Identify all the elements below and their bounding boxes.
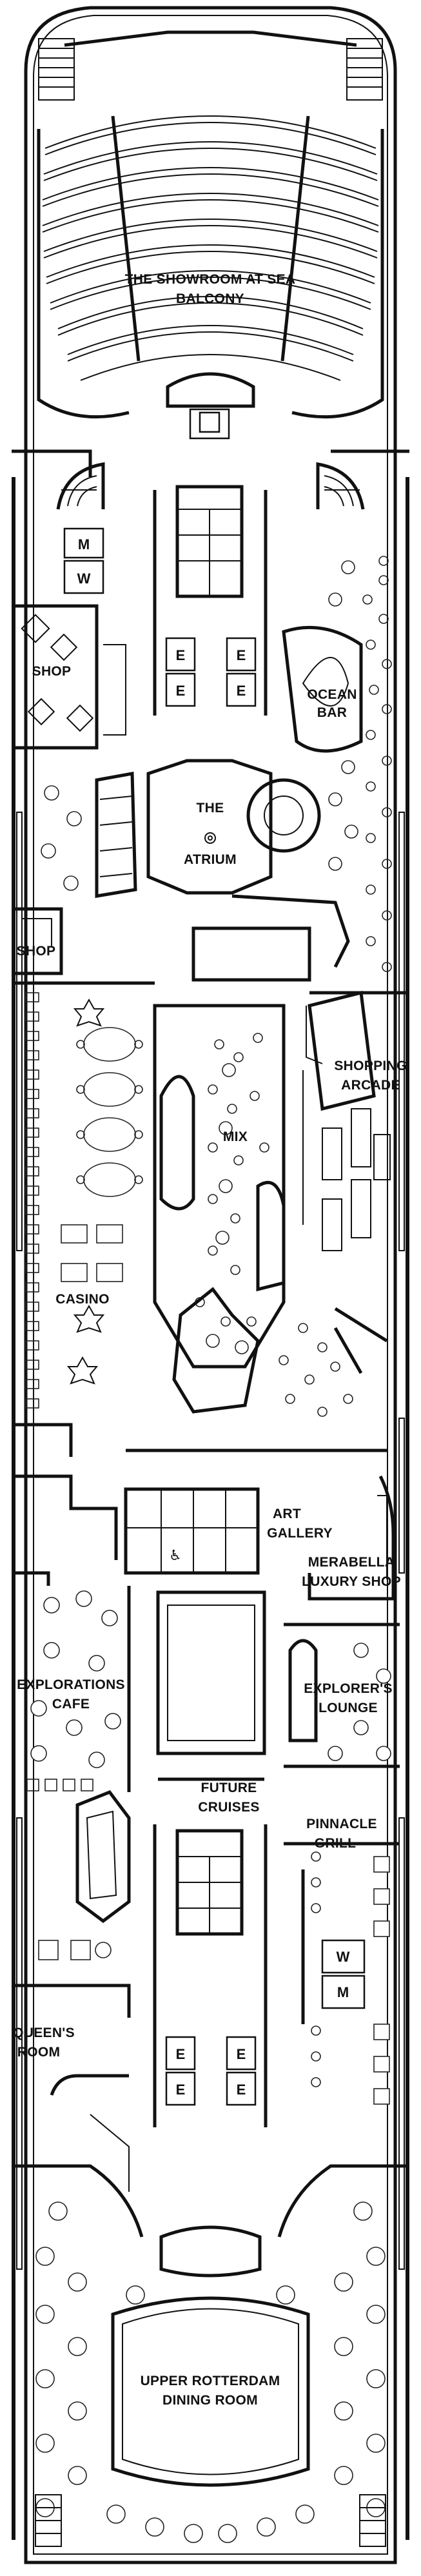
shop-upper — [12, 604, 126, 750]
showroom-balcony-area — [37, 30, 384, 440]
forward-lower-walls — [12, 1423, 118, 1560]
shopping-arcade — [302, 990, 409, 1251]
restroom-men-label: M — [78, 536, 90, 552]
label-room: ROOM — [17, 2045, 61, 2060]
label-ocean-bar: OCEAN — [307, 687, 357, 702]
label-shop-upper: SHOP — [32, 664, 72, 679]
elevator-icon: E — [176, 647, 186, 663]
label-pinnacle: PINNACLE — [306, 1817, 377, 1831]
merabella-luxury-shop — [308, 1475, 395, 1601]
label-showroom: THE SHOWROOM AT SEA — [125, 272, 296, 287]
ocean-bar — [282, 556, 392, 972]
label-gallery: GALLERY — [267, 1526, 333, 1541]
explorers-lounge — [284, 1623, 400, 1768]
label-shopping: SHOPPING — [334, 1059, 407, 1073]
label-luxury-shop: LUXURY SHOP — [302, 1574, 401, 1589]
label-showroom-balcony: BALCONY — [176, 291, 244, 306]
label-explorers: EXPLORER'S — [304, 1681, 393, 1696]
stair-aft-left — [35, 2494, 62, 2547]
label-queens: QUEEN'S — [13, 2025, 75, 2040]
balcony-seating — [42, 115, 379, 381]
restroom-men-aft-label: M — [337, 1984, 349, 2000]
wheelchair-icon: ♿ — [169, 1547, 182, 1563]
stair-aft-right — [359, 2494, 386, 2547]
elevator-icon: E — [176, 683, 186, 699]
casino — [12, 981, 155, 1409]
elevator-icon: E — [176, 2082, 186, 2098]
label-atrium-the: THE — [197, 801, 224, 815]
label-arcade: ARCADE — [341, 1078, 400, 1093]
elevator-icon: E — [237, 2046, 246, 2062]
slot-machine-column — [25, 992, 39, 1409]
queens-room — [12, 1940, 131, 2192]
elevator-icon: E — [237, 2082, 246, 2098]
gaming-tables — [83, 1027, 136, 1197]
stair-curved-right — [316, 462, 365, 510]
elevator-icon: E — [237, 647, 246, 663]
forward-lobby: M W E E E E — [12, 449, 409, 716]
restroom-men-aft — [321, 1975, 366, 2009]
restroom-men — [63, 527, 104, 559]
explorations-cafe — [12, 1571, 131, 1792]
mix-bar — [153, 1004, 286, 1369]
window-strip-right — [398, 812, 405, 2270]
label-casino: CASINO — [55, 1292, 109, 1307]
label-grill: GRILL — [315, 1836, 357, 1851]
label-upper-rotterdam: UPPER ROTTERDAM — [141, 2374, 280, 2388]
window-strip-left — [16, 812, 23, 2270]
stair-top-left — [38, 38, 75, 101]
label-shop-lower: SHOP — [17, 944, 56, 959]
elevator-icon: E — [237, 683, 246, 699]
label-explorations: EXPLORATIONS — [17, 1677, 125, 1692]
dining-tables — [35, 2201, 386, 2543]
label-art: ART — [273, 1507, 301, 1521]
elevator-bank-forward — [165, 637, 257, 707]
restroom-women-aft — [321, 1939, 366, 1974]
future-cruises-block — [156, 1590, 266, 1781]
mid-wall — [231, 894, 350, 968]
forward-staircase — [175, 485, 244, 598]
stair-top-right — [346, 38, 383, 101]
restroom-women — [63, 560, 104, 594]
aft-staircase — [175, 1829, 244, 1936]
restroom-women-aft-label: W — [337, 1949, 350, 1965]
restroom-women-label: W — [77, 571, 91, 587]
art-gallery-block — [124, 1487, 260, 1575]
elevator-bank-aft — [165, 2036, 257, 2106]
upper-rotterdam-dining-room — [12, 2164, 409, 2547]
pinnacle-grill — [284, 1842, 400, 2105]
elevator-icon: E — [176, 2046, 186, 2062]
aft-lobby: E E E E W M — [75, 1790, 366, 2127]
stair-curved-left — [56, 462, 105, 510]
lounge-mid — [172, 1287, 388, 1417]
label-atrium: ATRIUM — [184, 852, 237, 867]
label-ocean-bar-sub: BAR — [317, 705, 347, 720]
label-lounge: LOUNGE — [318, 1701, 378, 1715]
shop-lower — [12, 907, 63, 975]
label-cafe: CAFE — [52, 1697, 90, 1712]
hull-outline — [12, 6, 409, 2564]
label-mix: MIX — [223, 1129, 248, 1144]
label-dining-room: DINING ROOM — [162, 2393, 258, 2408]
label-cruises: CRUISES — [198, 1800, 259, 1815]
central-block — [191, 926, 311, 982]
atrium — [41, 759, 321, 898]
label-future: FUTURE — [201, 1781, 257, 1795]
label-merabella: MERABELLA — [308, 1555, 395, 1570]
